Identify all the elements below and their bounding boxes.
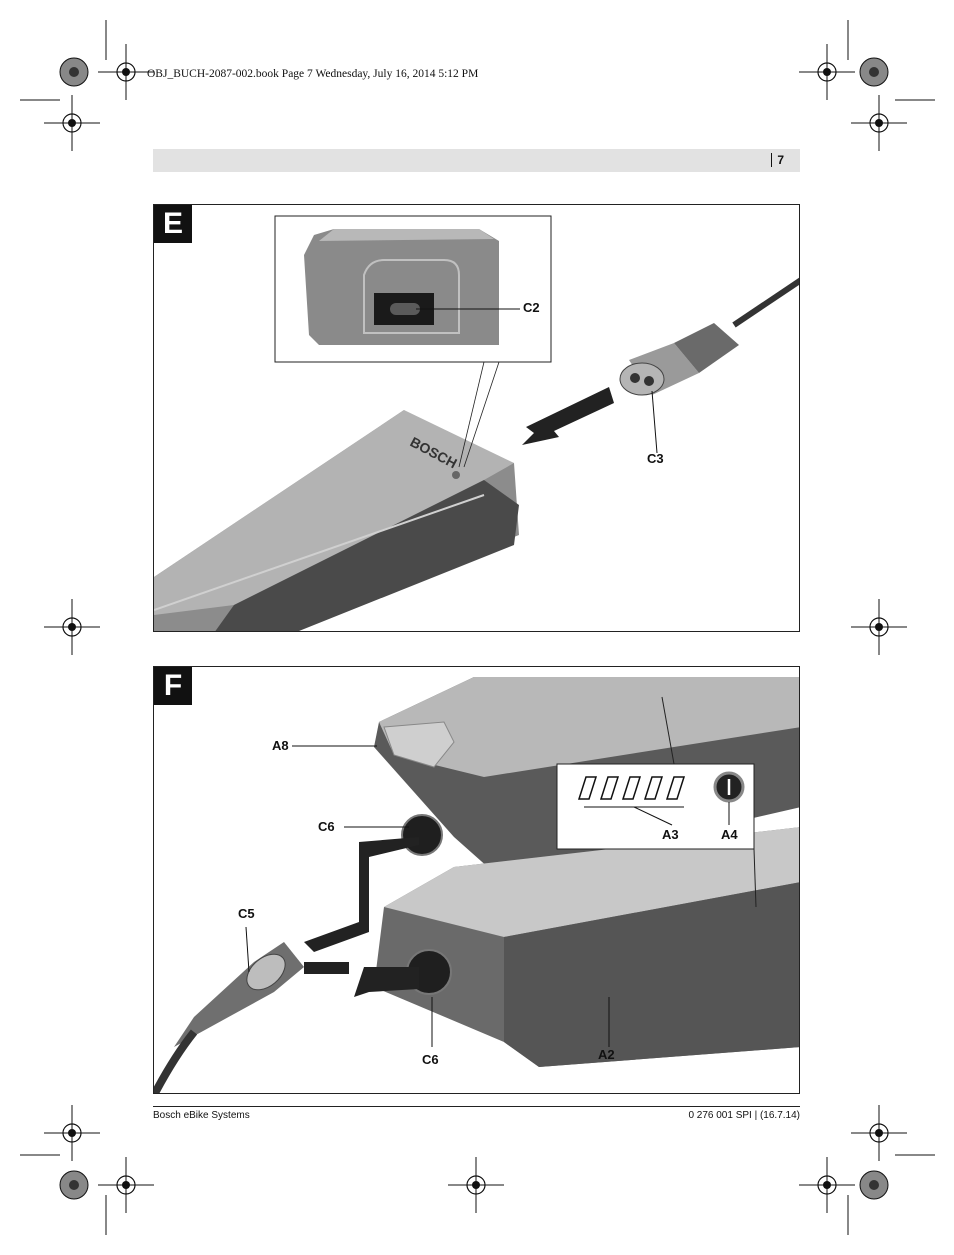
callout-a8: A8 bbox=[272, 738, 289, 753]
page-header-bar: 7 bbox=[153, 149, 800, 172]
figure-e-illustration: BOSCH bbox=[154, 215, 799, 631]
callout-a2: A2 bbox=[598, 1047, 615, 1062]
color-bar-mark bbox=[59, 57, 89, 87]
register-mark bbox=[43, 1104, 101, 1162]
print-job-info: OBJ_BUCH-2087-002.book Page 7 Wednesday,… bbox=[147, 68, 479, 80]
register-mark bbox=[447, 1156, 505, 1214]
callout-c3: C3 bbox=[647, 451, 664, 466]
register-mark bbox=[43, 598, 101, 656]
color-bar-mark bbox=[859, 1170, 889, 1200]
register-mark bbox=[850, 1104, 908, 1162]
callout-a4: A4 bbox=[721, 827, 738, 842]
figure-f-illustration bbox=[154, 677, 799, 1093]
register-mark bbox=[798, 43, 856, 101]
color-bar-mark bbox=[859, 57, 889, 87]
footer-right: 0 276 001 SPI | (16.7.14) bbox=[688, 1110, 800, 1121]
figure-letter-f: F bbox=[154, 667, 192, 705]
callout-c2: C2 bbox=[523, 300, 540, 315]
callout-c6-bottom: C6 bbox=[422, 1052, 439, 1067]
callout-a3: A3 bbox=[662, 827, 679, 842]
figure-e-panel: E BOSCH C2 C3 bbox=[153, 204, 800, 632]
page-number: 7 bbox=[771, 153, 784, 167]
callout-c6-top: C6 bbox=[318, 819, 335, 834]
color-bar-mark bbox=[59, 1170, 89, 1200]
figure-letter-e: E bbox=[154, 205, 192, 243]
charge-indicator-leds bbox=[577, 776, 686, 800]
callout-c5: C5 bbox=[238, 906, 255, 921]
register-mark bbox=[850, 94, 908, 152]
footer-left: Bosch eBike Systems bbox=[153, 1110, 250, 1121]
footer-rule bbox=[153, 1106, 800, 1107]
register-mark bbox=[43, 94, 101, 152]
register-mark bbox=[798, 1156, 856, 1214]
figure-f-panel: F bbox=[153, 666, 800, 1094]
register-mark bbox=[850, 598, 908, 656]
